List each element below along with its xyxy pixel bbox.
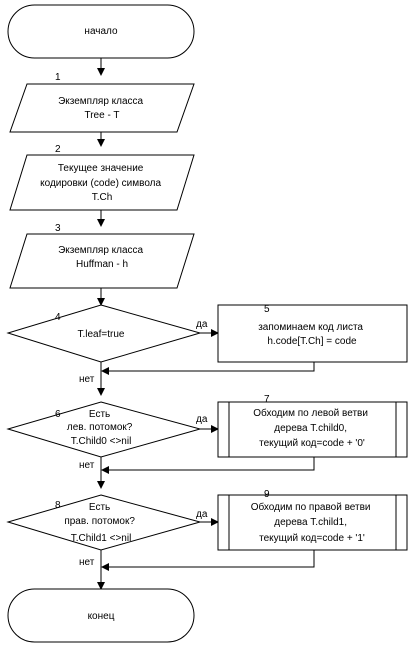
block-6-decision: 6 Есть лев. потомок? T.Child0 <>nil да н…: [6, 401, 208, 471]
connectors: [97, 58, 315, 590]
block-7-predefined-process: 7 Обходим по левой ветви дерева T.child0…: [217, 394, 408, 458]
block-1-text: Экземпляр класса Tree - T: [58, 96, 146, 121]
start-label: начало: [84, 26, 118, 37]
block-4-no-label: нет: [79, 374, 95, 385]
block-6-no-label: нет: [79, 460, 95, 471]
block-2-text: Текущее значение кодировки (code) символ…: [40, 163, 164, 203]
block-8-text: Есть прав. потомок? T.Child1 <>nil: [64, 502, 137, 544]
block-8-number: 8: [55, 500, 61, 511]
start-terminator: начало: [7, 4, 195, 59]
block-6-text: Есть лев. потомок? T.Child0 <>nil: [67, 409, 135, 447]
block-4-number: 4: [55, 312, 61, 323]
block-4-text: T.leaf=true: [78, 329, 125, 340]
block-5-number: 5: [264, 304, 270, 315]
block-9-text: Обходим по правой ветви дерева T.child1,…: [251, 501, 374, 544]
block-5-process: 5 запоминаем код листа h.code[T.Ch] = co…: [217, 304, 408, 363]
block-8-decision: 8 Есть прав. потомок? T.Child1 <>nil да …: [6, 494, 208, 568]
end-label: конец: [88, 611, 115, 622]
block-3-input: 3 Экземпляр класса Huffman - h: [9, 223, 195, 289]
block-9-predefined-process: 9 Обходим по правой ветви дерева T.child…: [217, 489, 408, 551]
end-terminator: конец: [7, 588, 195, 643]
block-8-yes-label: да: [196, 509, 208, 520]
block-6-number: 6: [55, 409, 61, 420]
block-3-number: 3: [55, 223, 61, 234]
block-7-number: 7: [264, 394, 270, 405]
block-1-number: 1: [55, 72, 61, 83]
block-2-number: 2: [55, 144, 61, 155]
block-2-input: 2 Текущее значение кодировки (code) симв…: [9, 144, 195, 211]
block-7-text: Обходим по левой ветви дерева T.child0, …: [253, 407, 370, 449]
block-6-yes-label: да: [196, 414, 208, 425]
block-9-number: 9: [264, 489, 270, 500]
block-4-decision: 4 T.leaf=true да нет: [6, 304, 208, 385]
block-3-text: Экземпляр класса Huffman - h: [58, 245, 146, 270]
block-4-yes-label: да: [196, 319, 208, 330]
block-8-no-label: нет: [79, 557, 95, 568]
block-1-input: 1 Экземпляр класса Tree - T: [9, 72, 195, 133]
block-5-text: запоминаем код листа h.code[T.Ch] = code: [258, 322, 366, 347]
